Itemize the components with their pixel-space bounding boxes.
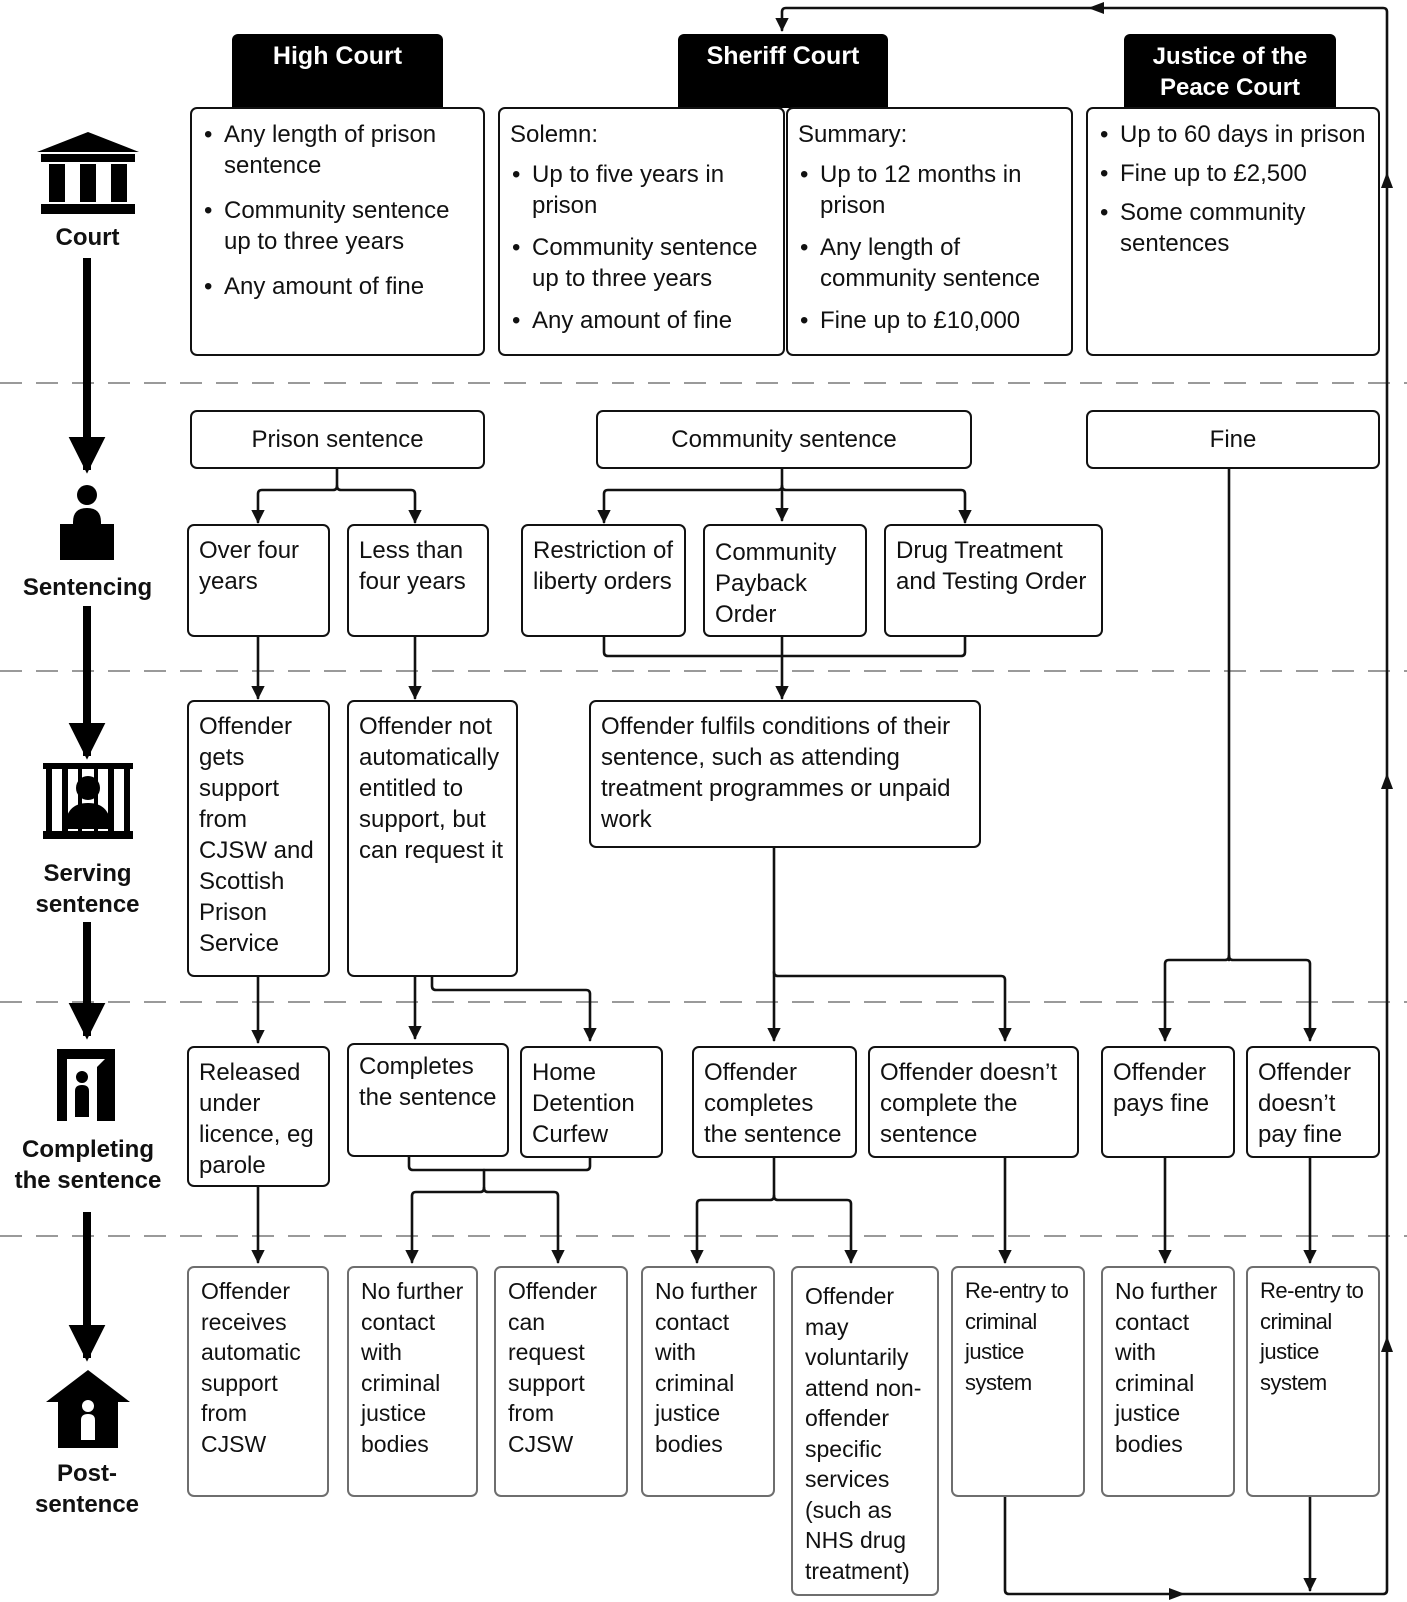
bullet: Community sentence up to three years bbox=[202, 195, 473, 257]
fine-box: Fine bbox=[1086, 410, 1380, 469]
not-pay-fine-box: Offender doesn’t pay fine bbox=[1246, 1046, 1380, 1158]
stage-separators bbox=[0, 382, 1407, 1237]
community-payback-box: Community Payback Order bbox=[703, 524, 867, 637]
released-licence-box: Released under licence, eg parole bbox=[187, 1046, 330, 1187]
sheriff-court-header: Sheriff Court bbox=[678, 34, 888, 108]
less-four-years-box: Less than four years bbox=[347, 524, 489, 637]
court-building-icon bbox=[37, 132, 139, 214]
fulfils-conditions-box: Offender fulfils conditions of their sen… bbox=[589, 700, 981, 848]
completes-sentence-box: Completes the sentence bbox=[347, 1043, 509, 1157]
community-sentence-box: Community sentence bbox=[596, 410, 972, 469]
bullet: Any amount of fine bbox=[202, 271, 473, 302]
high-court-header: High Court bbox=[232, 34, 443, 108]
bullet: Fine up to £10,000 bbox=[798, 305, 1061, 336]
stage-completing-label: Completing the sentence bbox=[14, 1136, 162, 1194]
over-four-years-box: Over four years bbox=[187, 524, 330, 637]
reentry-box-2: Re-entry to criminal justice system bbox=[1246, 1266, 1380, 1497]
no-contact-box-2: No further contact with criminal justice… bbox=[641, 1266, 775, 1497]
offender-not-complete-box: Offender doesn’t complete the sentence bbox=[868, 1046, 1079, 1158]
no-contact-box-3: No further contact with criminal justice… bbox=[1101, 1266, 1235, 1497]
stage-serving-label: Serving sentence bbox=[35, 860, 140, 918]
no-contact-box-1: No further contact with criminal justice… bbox=[347, 1266, 478, 1497]
restriction-of-liberty-box: Restriction of liberty orders bbox=[521, 524, 686, 637]
stage-court-label: Court bbox=[55, 224, 120, 251]
less-support-box: Offender not automatically entitled to s… bbox=[347, 700, 518, 977]
jp-court-header: Justice of the Peace Court bbox=[1124, 34, 1336, 108]
can-request-support-box: Offender can request support from CJSW bbox=[494, 1266, 628, 1497]
solemn-label: Solemn: bbox=[510, 121, 599, 148]
home-detention-curfew-box: Home Detention Curfew bbox=[520, 1046, 663, 1158]
sheriff-summary-box: Summary: Up to 12 months in prison Any l… bbox=[786, 107, 1073, 356]
bullet: Any length of prison sentence bbox=[202, 119, 473, 181]
drug-treatment-box: Drug Treatment and Testing Order bbox=[884, 524, 1103, 637]
jp-court-box: Up to 60 days in prison Fine up to £2,50… bbox=[1086, 107, 1380, 356]
sentencing-judge-icon bbox=[60, 485, 114, 560]
sheriff-solemn-box: Solemn: Up to five years in prison Commu… bbox=[498, 107, 785, 356]
reentry-box-1: Re-entry to criminal justice system bbox=[951, 1266, 1085, 1497]
prisoner-bars-icon bbox=[43, 763, 133, 839]
exit-door-icon bbox=[57, 1049, 115, 1121]
bullet: Any amount of fine bbox=[510, 305, 773, 336]
bullet: Up to 60 days in prison bbox=[1098, 119, 1368, 150]
pays-fine-box: Offender pays fine bbox=[1101, 1046, 1235, 1158]
high-court-box: Any length of prison sentence Community … bbox=[190, 107, 485, 356]
auto-support-box: Offender receives automatic support from… bbox=[187, 1266, 329, 1497]
summary-label: Summary: bbox=[798, 121, 908, 148]
home-person-icon bbox=[46, 1370, 130, 1448]
offender-completes-box: Offender completes the sentence bbox=[692, 1046, 857, 1158]
bullet: Any length of community sentence bbox=[798, 232, 1061, 294]
bullet: Fine up to £2,500 bbox=[1098, 158, 1368, 189]
stage-sentencing-label: Sentencing bbox=[22, 574, 153, 601]
bullet: Community sentence up to three years bbox=[510, 232, 773, 294]
bullet: Some community sentences bbox=[1098, 197, 1368, 259]
over-support-box: Offender gets support from CJSW and Scot… bbox=[187, 700, 330, 977]
voluntary-services-box: Offender may voluntarily attend non-offe… bbox=[791, 1266, 939, 1596]
stage-post-label: Post-sentence bbox=[34, 1460, 140, 1518]
bullet: Up to five years in prison bbox=[510, 159, 773, 221]
prison-sentence-box: Prison sentence bbox=[190, 410, 485, 469]
bullet: Up to 12 months in prison bbox=[798, 159, 1061, 221]
